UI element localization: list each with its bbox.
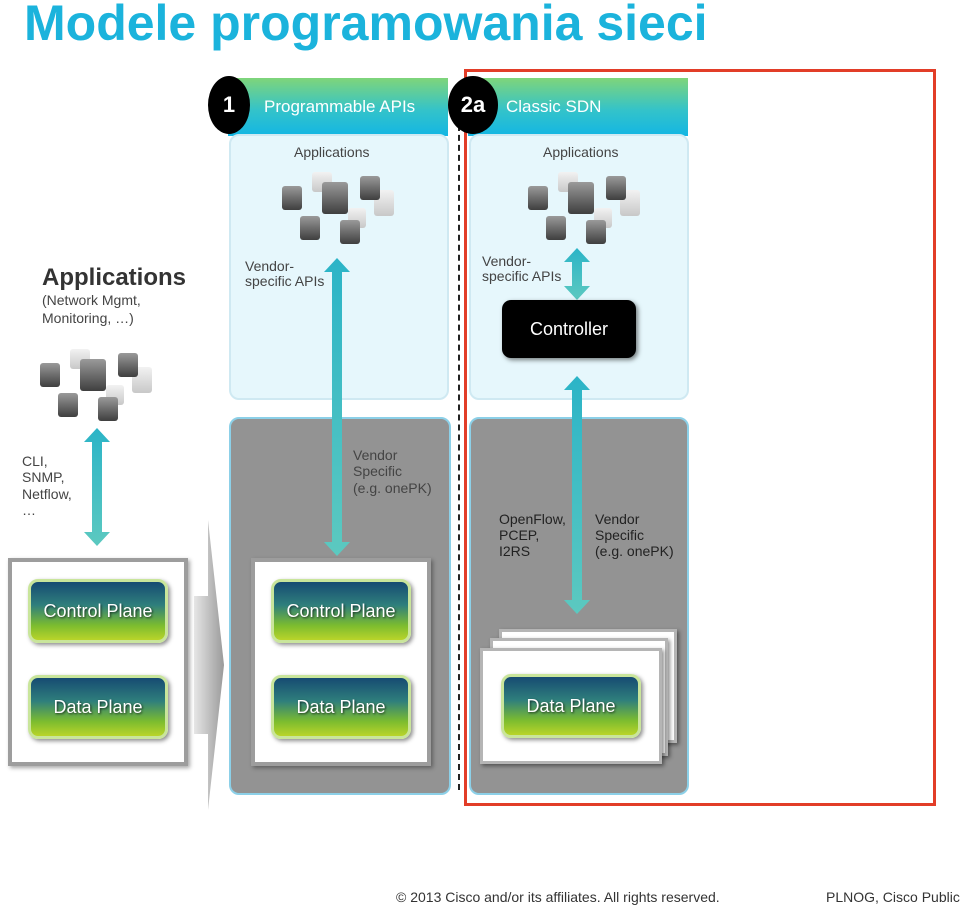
page-title: Modele programowania sieci xyxy=(24,0,708,51)
double-arrow-icon xyxy=(324,258,350,556)
model1-number-badge: 1 xyxy=(208,76,250,134)
left-interfaces-1: CLI, xyxy=(22,453,48,469)
model2a-vendor-2: Specific xyxy=(595,527,645,543)
model1-southbound-1: Vendor xyxy=(353,447,398,463)
left-apps-heading: Applications xyxy=(42,264,187,291)
model1-data-plane: Data Plane xyxy=(271,675,411,739)
model1-southbound-3: (e.g. onePK) xyxy=(353,480,432,496)
model2a-data-plane: Data Plane xyxy=(501,674,641,738)
model1-southbound-2: Specific xyxy=(353,463,403,479)
model1-name: Programmable APIs xyxy=(264,97,416,116)
model1-api-2: specific APIs xyxy=(245,273,325,289)
model2a-apps-label: Applications xyxy=(543,144,619,160)
double-arrow-icon xyxy=(564,248,590,300)
double-arrow-icon xyxy=(564,376,590,614)
double-arrow-icon xyxy=(84,428,110,546)
model2a-number-badge: 2a xyxy=(448,76,498,134)
model2a-name: Classic SDN xyxy=(506,97,602,116)
model1-api-1: Vendor- xyxy=(245,258,295,274)
left-apps-sub-2: Monitoring, …) xyxy=(42,310,134,326)
highlight-frame xyxy=(464,69,936,806)
model2a-header: Classic SDN xyxy=(468,78,688,136)
model1-header: Programmable APIs xyxy=(228,78,448,136)
app-cluster-icon xyxy=(40,349,152,421)
model2a-vendor-1: Vendor xyxy=(595,511,640,527)
app-cluster-icon xyxy=(282,172,394,244)
footer-label: PLNOG, Cisco Public xyxy=(826,889,960,905)
left-data-plane: Data Plane xyxy=(28,675,168,739)
left-apps-sub-1: (Network Mgmt, xyxy=(42,292,141,308)
left-interfaces-4: … xyxy=(22,502,36,518)
left-interfaces-3: Netflow, xyxy=(22,486,72,502)
model1-control-plane: Control Plane xyxy=(271,579,411,643)
model2a-vendor-3: (e.g. onePK) xyxy=(595,543,674,559)
model-divider xyxy=(458,85,460,790)
model2a-proto-2: PCEP, xyxy=(499,527,540,543)
app-cluster-icon xyxy=(528,172,640,244)
model2a-proto-3: I2RS xyxy=(499,543,531,559)
transition-chevron-icon xyxy=(194,520,224,810)
controller-box: Controller xyxy=(502,300,636,358)
model2a-api-2: specific APIs xyxy=(482,268,562,284)
footer-copyright: © 2013 Cisco and/or its affiliates. All … xyxy=(396,889,720,905)
left-interfaces-2: SNMP, xyxy=(22,469,65,485)
model1-apps-label: Applications xyxy=(294,144,370,160)
model2a-proto-1: OpenFlow, xyxy=(499,511,566,527)
left-control-plane: Control Plane xyxy=(28,579,168,643)
model2a-api-1: Vendor- xyxy=(482,253,532,269)
